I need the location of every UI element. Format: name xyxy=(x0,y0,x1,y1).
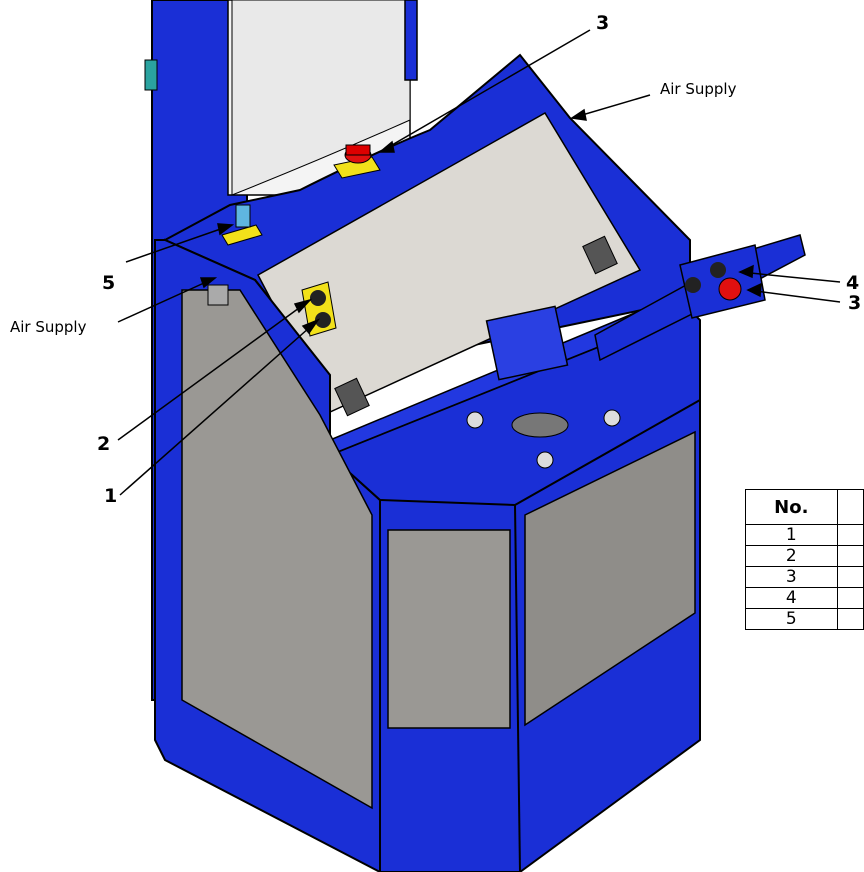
callout-3-top: 3 xyxy=(596,12,610,34)
air-supply-label-top: Air Supply xyxy=(660,80,737,98)
legend-row: 4 xyxy=(745,587,864,609)
legend-cell-desc xyxy=(836,524,864,546)
hinge-upper xyxy=(582,235,618,275)
legend-cell-no: 1 xyxy=(745,524,838,546)
legend-cell-desc xyxy=(836,545,864,567)
hinge-lower xyxy=(334,377,370,417)
callout-5: 5 xyxy=(102,272,116,294)
callout-1: 1 xyxy=(104,485,118,507)
air-supply-label-left: Air Supply xyxy=(10,318,87,336)
front-panel-right xyxy=(524,430,696,727)
legend-cell-no: 5 xyxy=(745,608,838,630)
leader-lines xyxy=(117,29,841,496)
legend-cell-desc xyxy=(836,587,864,609)
callout-4: 4 xyxy=(846,272,860,294)
air-fitting-left xyxy=(207,284,229,306)
legend-cell-no: 3 xyxy=(745,566,838,588)
legend-row: 5 xyxy=(745,608,864,630)
legend-cell-no: 2 xyxy=(745,545,838,567)
legend-table: No. 1 2 3 4 5 xyxy=(745,489,864,630)
callout-3-right: 3 xyxy=(848,292,862,314)
legend-cell-desc xyxy=(836,608,864,630)
callout-2: 2 xyxy=(97,433,111,455)
legend-cell-no: 4 xyxy=(745,587,838,609)
front-panel-center xyxy=(387,529,511,729)
top-estop-plate xyxy=(333,144,381,179)
legend-header-no: No. xyxy=(745,489,838,525)
legend-cell-desc xyxy=(836,566,864,588)
legend-row: 1 xyxy=(745,524,864,546)
regulator-plate xyxy=(221,204,263,246)
legend-row: 2 xyxy=(745,545,864,567)
legend-header-desc xyxy=(836,489,864,525)
side-panel-left xyxy=(181,289,373,810)
legend-row: 3 xyxy=(745,566,864,588)
legend-header-row: No. xyxy=(745,489,864,525)
